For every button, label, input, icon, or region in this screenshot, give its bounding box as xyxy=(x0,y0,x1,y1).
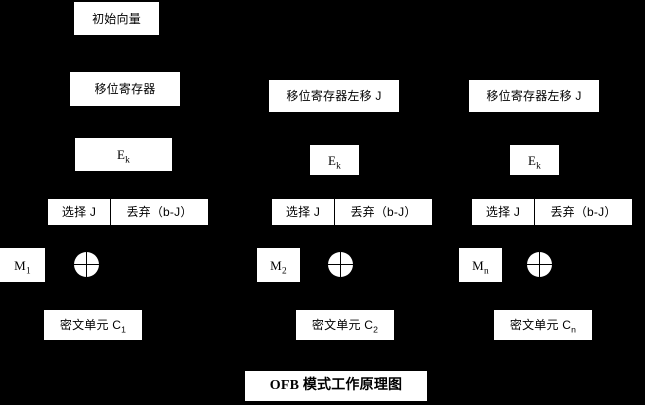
select-label-1: 选择 J xyxy=(61,205,97,219)
plaintext-subscript-2: 2 xyxy=(281,266,287,277)
select-box-1: 选择 J xyxy=(48,199,110,225)
plaintext-box-1: M1 xyxy=(0,248,45,282)
shift-register-label-n: 移位寄存器左移 J xyxy=(486,89,582,103)
cipher-label-1: 密文单元 C1 xyxy=(59,318,127,335)
encrypt-subscript-n: k xyxy=(536,161,542,172)
cipher-subscript-2: 2 xyxy=(373,324,379,335)
plaintext-label-1: M1 xyxy=(14,257,31,277)
initial-vector-label: 初始向量 xyxy=(92,11,141,26)
plaintext-label-n: Mn xyxy=(472,257,489,277)
encrypt-label-1: Ek xyxy=(116,147,131,166)
cipher-label-2: 密文单元 C2 xyxy=(311,318,379,335)
encrypt-subscript-1: k xyxy=(125,155,131,166)
discard-label-n: 丢弃（b-J） xyxy=(550,205,617,219)
discard-box-1: 丢弃（b-J） xyxy=(111,199,208,225)
discard-label-1: 丢弃（b-J） xyxy=(126,205,193,219)
discard-box-n: 丢弃（b-J） xyxy=(535,199,632,225)
xor-circle-n xyxy=(527,252,552,277)
cipher-subscript-n: n xyxy=(571,324,577,335)
select-box-n: 选择 J xyxy=(472,199,534,225)
discard-label-2: 丢弃（b-J） xyxy=(350,205,417,219)
diagram-title-box: OFB 模式工作原理图 xyxy=(245,371,427,401)
plaintext-subscript-1: 1 xyxy=(25,266,31,277)
cipher-subscript-1: 1 xyxy=(121,324,127,335)
encrypt-box-1: Ek xyxy=(75,138,172,171)
select-label-n: 选择 J xyxy=(485,205,521,219)
plaintext-box-n: Mn xyxy=(459,248,502,282)
plaintext-box-2: M2 xyxy=(257,248,300,282)
page-title: OFB 模式工作原理图 xyxy=(269,378,403,393)
xor-circle-1 xyxy=(74,252,99,277)
shift-register-box-1: 移位寄存器 xyxy=(70,72,180,106)
cipher-box-1: 密文单元 C1 xyxy=(44,310,142,340)
shift-register-box-2: 移位寄存器左移 J xyxy=(269,80,399,112)
plaintext-label-2: M2 xyxy=(270,257,287,277)
cipher-box-2: 密文单元 C2 xyxy=(296,310,394,340)
encrypt-label-2: Ek xyxy=(327,152,342,172)
select-label-2: 选择 J xyxy=(285,205,321,219)
plaintext-subscript-n: n xyxy=(483,266,489,277)
shift-register-box-n: 移位寄存器左移 J xyxy=(469,80,599,112)
encrypt-box-n: Ek xyxy=(510,145,559,175)
shift-register-label-1: 移位寄存器 xyxy=(94,82,156,96)
encrypt-label-n: Ek xyxy=(527,152,542,172)
discard-box-2: 丢弃（b-J） xyxy=(335,199,432,225)
select-box-2: 选择 J xyxy=(272,199,334,225)
initial-vector-box: 初始向量 xyxy=(74,2,159,35)
xor-circle-2 xyxy=(328,252,353,277)
cipher-label-n: 密文单元 Cn xyxy=(509,318,577,335)
cipher-box-n: 密文单元 Cn xyxy=(494,310,592,340)
encrypt-box-2: Ek xyxy=(310,145,359,175)
shift-register-label-2: 移位寄存器左移 J xyxy=(286,89,382,103)
encrypt-subscript-2: k xyxy=(336,161,342,172)
